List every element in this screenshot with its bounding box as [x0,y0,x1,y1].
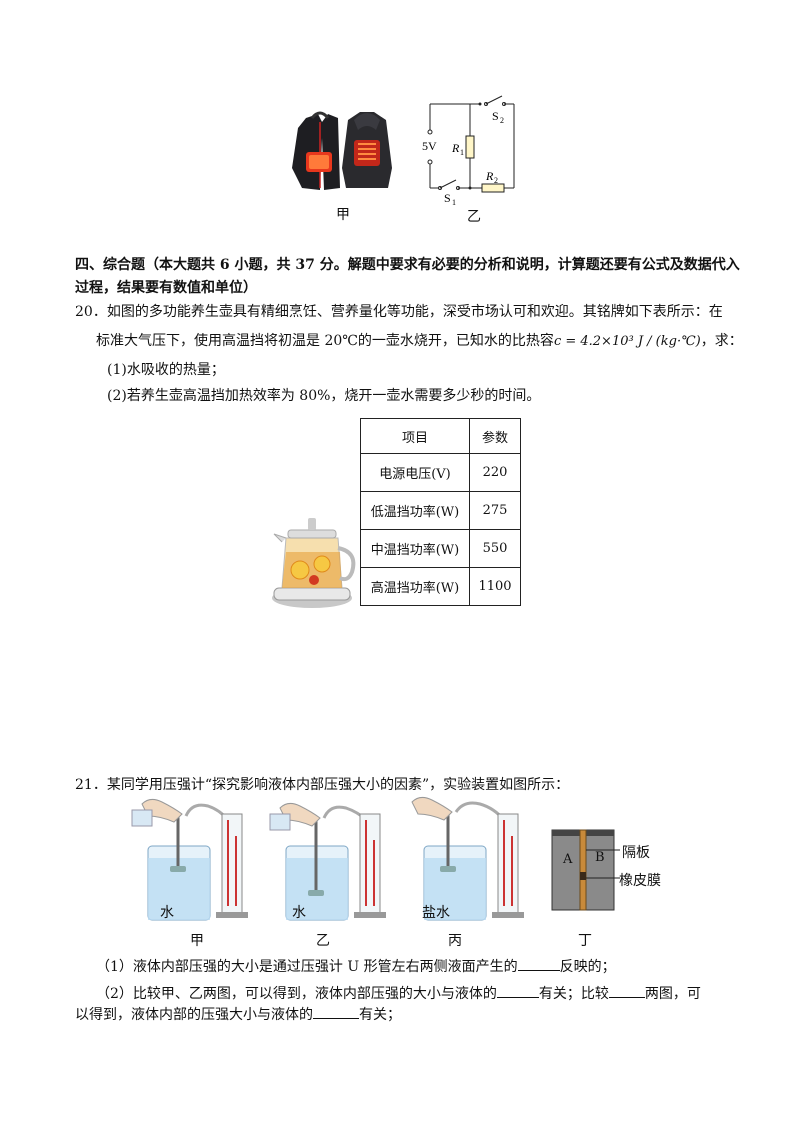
table-cell: 1100 [469,567,521,606]
leader-lines [586,849,620,879]
health-kettle-figure [268,512,360,612]
circuit-s2-label: S [492,109,499,123]
q20-sub2: (2)若养生壶高温挡加热效率为 80%，烧开一壶水需要多少秒的时间。 [107,388,541,404]
pressure-gauge-figures [131,796,524,921]
figure-label-bing: 丙 [448,933,462,949]
setup-yi [269,802,386,921]
table-cell: 550 [469,529,521,568]
beaker-label-jia: 水 [160,905,174,921]
section4-heading-line1: 四、综合题（本大题共 6 小题，共 37 分。解题中要求有必要的分析和说明，计算… [75,257,740,273]
figure-label-ding: 丁 [578,933,592,949]
q20-line1: 20．如图的多功能养生壶具有精细烹饪、营养量化等功能，深受市场认可和欢迎。其铭牌… [75,304,723,320]
table-row: 电源电压(V) 220 [360,453,521,492]
q20-line2: 标准大气压下，使用高温挡将初温是 20℃的一壶水烧开，已知水的比热容c = 4.… [96,331,743,352]
table-row: 低温挡功率(W) 275 [360,491,521,530]
circuit-r2-label: R [485,169,494,183]
q21-sub2: （2）比较甲、乙两图，可以得到，液体内部压强的大小与液体的 有关；比较 两图，可 [96,983,701,1004]
figure-label-yi: 乙 [467,209,481,225]
jacket-figure [288,108,394,194]
answer-blank[interactable] [496,983,539,998]
table-header-row: 项目 参数 [360,418,521,454]
table-row: 高温挡功率(W) 1100 [360,567,521,606]
circuit-svg: 5V R 1 R 2 S 2 S 1 [422,95,515,207]
figure-label-jia: 甲 [336,207,350,223]
heated-jacket-image [292,111,392,190]
circuit-diagram: 5V R 1 R 2 S 2 S 1 [412,92,522,207]
answer-blank[interactable] [313,1004,359,1019]
partition-label: 隔板 [622,845,650,861]
q21-sub2-line2-end: 有关； [359,1007,401,1023]
setup-jia [131,798,248,921]
membrane-label: 橡皮膜 [619,873,661,889]
kettle-image [272,518,356,608]
container-label-b: B [595,850,605,865]
q20-formula: c = 4.2×10³ J / (kg·℃) [553,334,701,349]
figure-label-yi-2: 乙 [316,933,330,949]
q21-line1: 21．某同学用压强计“探究影响液体内部压强大小的因素”，实验装置如图所示： [75,777,570,793]
table-cell: 中温挡功率(W) [360,529,470,568]
table-cell: 220 [469,453,521,492]
q21-sub2-end: 两图，可 [644,986,701,1002]
setup-bing [411,796,524,921]
circuit-r2-sub: 2 [494,176,498,185]
beaker-label-yi: 水 [292,905,306,921]
table-cell: 低温挡功率(W) [360,491,470,530]
q21-sub2-line2-text: 以得到，液体内部的压强大小与液体的 [75,1007,313,1023]
section4-heading-line2: 过程，结果要有数值和单位） [75,280,257,296]
answer-blank[interactable] [608,983,645,998]
kettle-spec-table: 项目 参数 电源电压(V) 220 低温挡功率(W) 275 中温挡功率(W) … [360,418,521,606]
table-cell: 275 [469,491,521,530]
q21-sub1-text: （1）液体内部压强的大小是通过压强计 U 形管左右两侧液面产生的 [96,959,518,975]
q20-line2-text: 标准大气压下，使用高温挡将初温是 20℃的一壶水烧开，已知水的比热容 [96,333,554,349]
circuit-s2-sub: 2 [500,116,504,125]
table-row: 中温挡功率(W) 550 [360,529,521,568]
table-cell: 高温挡功率(W) [360,567,470,606]
q21-sub2-mid: 有关；比较 [538,986,609,1002]
figure-label-jia-2: 甲 [190,933,204,949]
table-cell: 电源电压(V) [360,453,470,492]
circuit-s1-sub: 1 [452,198,456,206]
table-header-cell: 参数 [469,418,521,454]
circuit-r1-label: R [451,141,460,155]
q21-sub1-end: 反映的； [559,959,616,975]
answer-blank[interactable] [517,956,560,971]
partition-container-figure [551,829,615,911]
table-header-cell: 项目 [360,418,470,454]
beaker-label-bing: 盐水 [422,905,450,921]
q21-sub2-line2: 以得到，液体内部的压强大小与液体的 有关； [75,1004,401,1025]
q21-sub2-text: （2）比较甲、乙两图，可以得到，液体内部压强的大小与液体的 [96,986,497,1002]
q20-line2-end: ，求： [700,333,743,349]
q21-sub1: （1）液体内部压强的大小是通过压强计 U 形管左右两侧液面产生的 反映的； [96,956,616,977]
circuit-voltage-label: 5V [422,139,437,153]
circuit-r1-sub: 1 [460,148,464,157]
q20-sub1: (1)水吸收的热量； [107,362,225,378]
circuit-s1-label: S [444,191,451,205]
container-label-a: A [563,852,573,867]
